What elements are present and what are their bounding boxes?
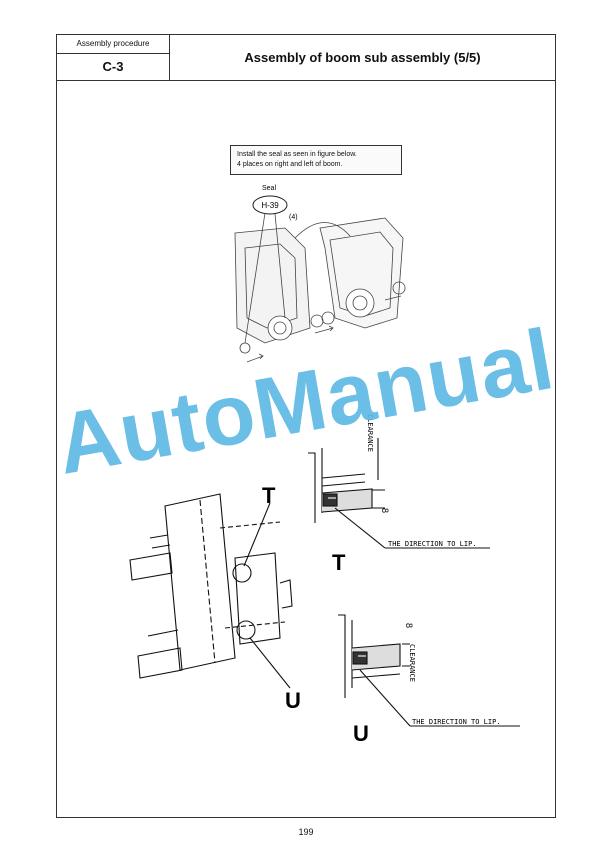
lip-direction-t: THE DIRECTION TO LIP. xyxy=(388,540,477,548)
detail-t-marker: T xyxy=(262,483,276,508)
page-number: 199 xyxy=(298,827,314,837)
page-frame: Assembly procedure C-3 Assembly of boom … xyxy=(56,34,556,818)
part-number: H-39 xyxy=(261,201,279,210)
clearance-label-u: CLEARANCE xyxy=(408,644,416,682)
seal-section-figure: T U T U CLEARANCE CLEARANCE 8 8 THE DIRE… xyxy=(129,414,520,746)
dimension-u: 8 xyxy=(404,623,414,628)
detail-u-title: U xyxy=(353,721,369,746)
instruction-line-2: 4 places on right and left of boom. xyxy=(237,160,343,168)
boom-isometric-figure: Seal H-39 (4) xyxy=(234,185,406,363)
part-quantity: (4) xyxy=(289,214,298,221)
clearance-label-t: CLEARANCE xyxy=(366,414,374,452)
section-code: C-3 xyxy=(102,59,124,74)
detail-t-title: T xyxy=(332,550,346,575)
header: Assembly procedure C-3 Assembly of boom … xyxy=(57,35,555,81)
detail-u-marker: U xyxy=(285,688,301,713)
section-box: Assembly procedure C-3 xyxy=(57,35,170,80)
instruction-line-1: Install the seal as seen in figure below… xyxy=(237,151,357,158)
instruction-box: Install the seal as seen in figure below… xyxy=(230,145,402,175)
part-callout-ellipse xyxy=(252,195,288,215)
page-title: Assembly of boom sub assembly (5/5) xyxy=(244,50,481,65)
section-label: Assembly procedure xyxy=(57,35,169,54)
dimension-t: 8 xyxy=(380,508,390,513)
lip-direction-u: THE DIRECTION TO LIP. xyxy=(412,718,501,726)
callout-seal-label: Seal xyxy=(262,185,276,192)
